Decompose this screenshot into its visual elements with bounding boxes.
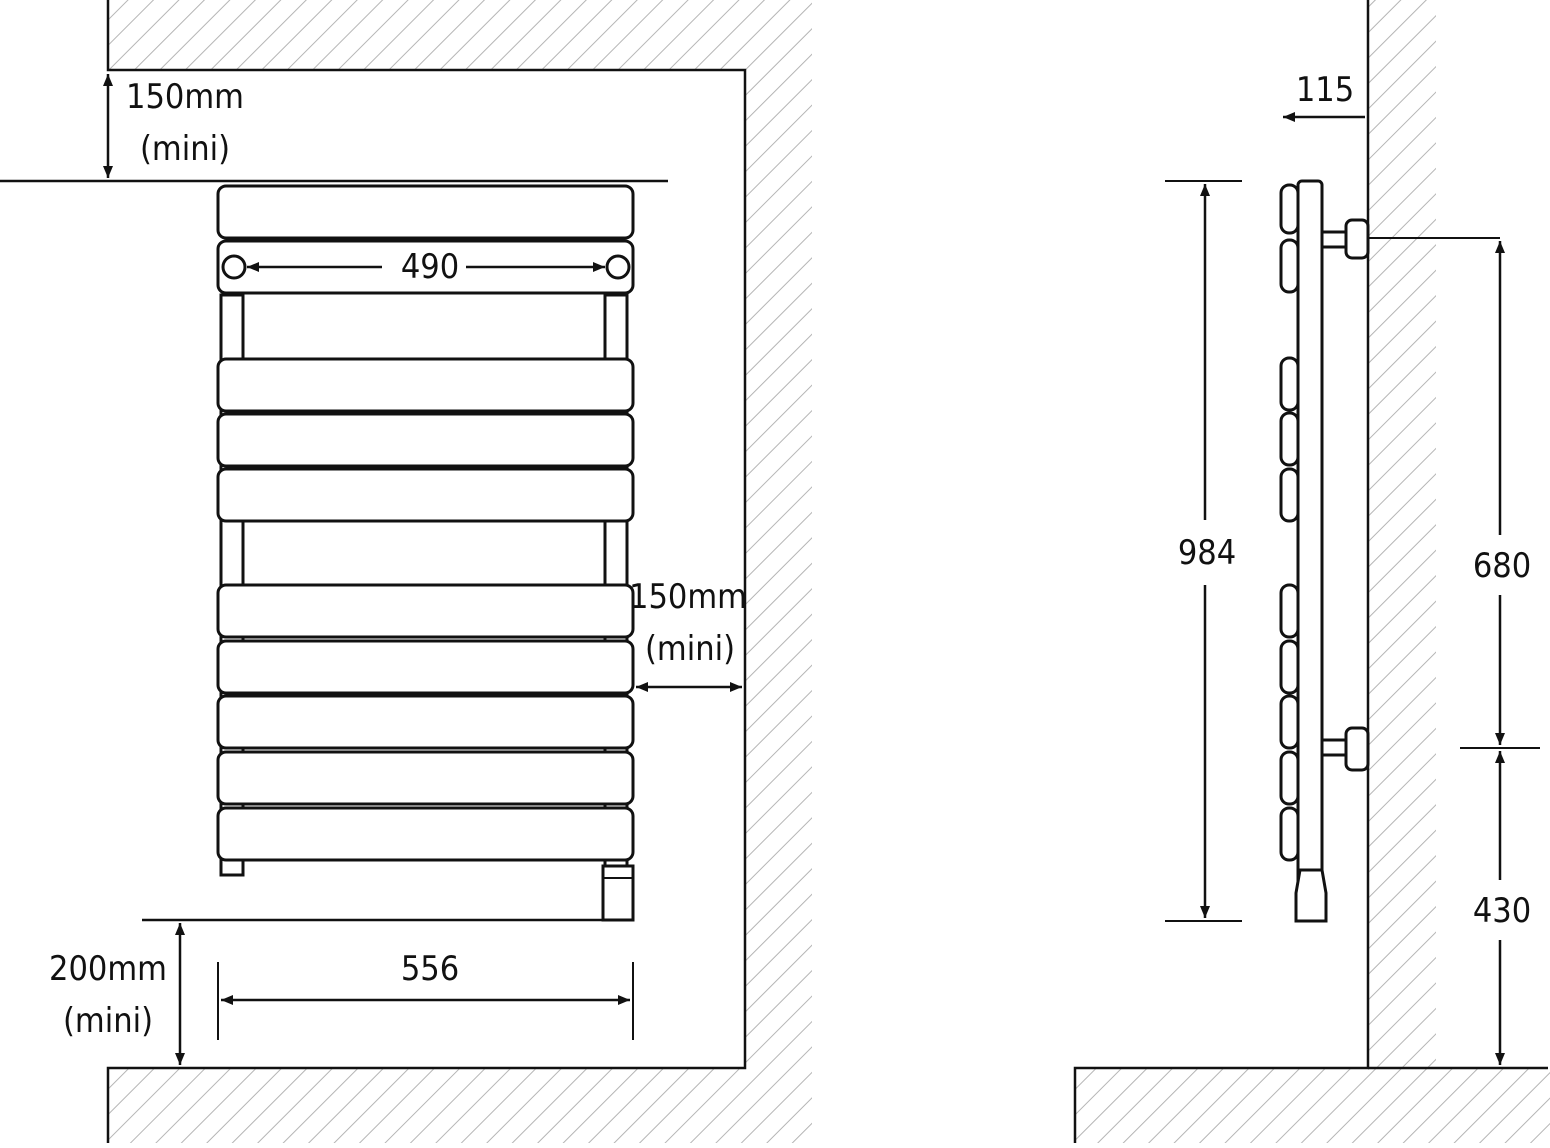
- overall-width-value: 556: [401, 949, 459, 989]
- radiator-side: [1279, 179, 1370, 923]
- front-wall-outline: [106, 0, 812, 1143]
- bottom-clearance-value: 200mm: [49, 949, 167, 989]
- panel-edge: [1279, 750, 1300, 806]
- lower-bracket-height-value: 430: [1473, 891, 1531, 931]
- bracket-arm-lower: [1320, 738, 1349, 757]
- top-clearance-note: (mini): [140, 129, 230, 169]
- panel-edge: [1279, 806, 1300, 862]
- radiator-panel: [216, 694, 635, 750]
- radiator-panel: [216, 357, 635, 413]
- projection-value: 115: [1296, 70, 1354, 110]
- radiator-panel: [216, 806, 635, 862]
- pipe-connection-left: [221, 254, 247, 280]
- radiator-front: [216, 184, 635, 922]
- radiator-panel: [216, 184, 635, 240]
- side-valve: [1294, 868, 1328, 923]
- panel-edge: [1279, 694, 1300, 750]
- radiator-panel: [216, 639, 635, 695]
- panel-edge: [1279, 467, 1300, 523]
- overall-height-value: 984: [1178, 533, 1236, 573]
- valve: [601, 864, 635, 922]
- pipe-connection-right: [605, 254, 631, 280]
- radiator-panel: [216, 583, 635, 639]
- bracket-spacing-value: 680: [1473, 546, 1531, 586]
- side-clearance-note: (mini): [645, 629, 735, 669]
- radiator-panel: [216, 467, 635, 523]
- bracket-arm-upper: [1320, 230, 1349, 249]
- panel-edge: [1279, 411, 1300, 467]
- side-frame: [1296, 179, 1324, 923]
- bottom-clearance-note: (mini): [63, 1001, 153, 1041]
- radiator-panel: [216, 412, 635, 468]
- panel-edge: [1279, 639, 1300, 695]
- side-wall-outline: [1073, 0, 1550, 1143]
- panel-edge: [1279, 356, 1300, 412]
- radiator-panel: [216, 239, 635, 295]
- pipe-centres-value: 490: [401, 247, 459, 287]
- panel-edge: [1279, 238, 1300, 294]
- panel-edge: [1279, 583, 1300, 639]
- bracket-mount-upper: [1344, 218, 1370, 260]
- bracket-mount-lower: [1344, 726, 1370, 772]
- radiator-panel: [216, 750, 635, 806]
- panel-edge: [1279, 183, 1300, 235]
- top-clearance-value: 150mm: [126, 77, 244, 117]
- side-clearance-value: 150mm: [629, 577, 747, 617]
